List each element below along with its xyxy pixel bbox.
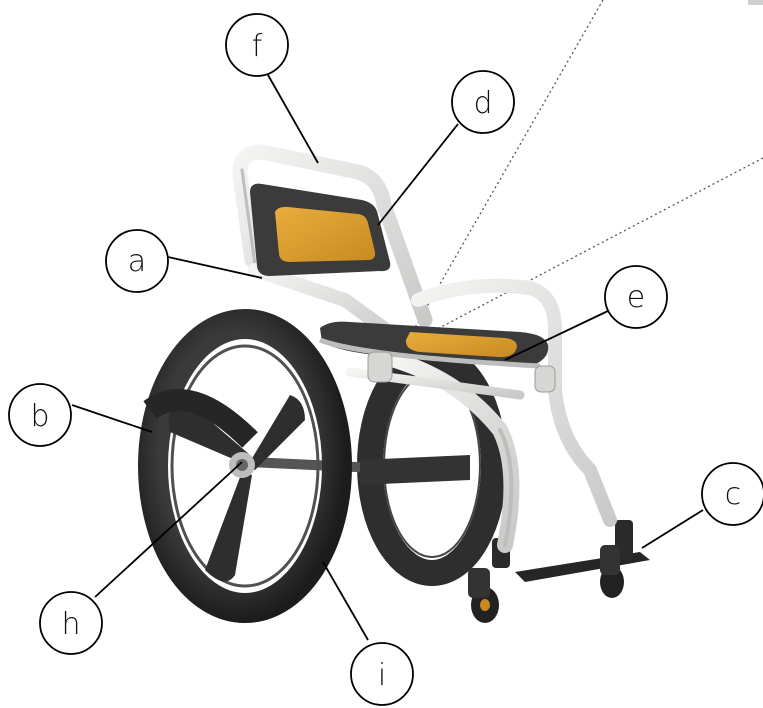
callout-label-h: h bbox=[61, 607, 80, 642]
callout-d: d bbox=[452, 71, 514, 133]
callout-e: e bbox=[605, 266, 667, 328]
callout-label-b: b bbox=[30, 399, 49, 434]
callout-label-d: d bbox=[473, 86, 492, 121]
callout-label-a: a bbox=[128, 244, 146, 279]
leader-b bbox=[72, 405, 152, 432]
callout-a: a bbox=[106, 230, 168, 292]
wheelchair-illustration bbox=[150, 152, 650, 623]
callout-label-i: i bbox=[378, 658, 386, 693]
backrest bbox=[250, 184, 390, 276]
leader-c bbox=[642, 510, 703, 548]
callout-f: f bbox=[226, 14, 288, 76]
callout-label-e: e bbox=[627, 280, 645, 315]
leader-d bbox=[378, 124, 458, 225]
callout-h: h bbox=[40, 592, 102, 654]
callout-i: i bbox=[351, 643, 413, 705]
front-casters bbox=[468, 545, 624, 623]
callout-label-f: f bbox=[252, 29, 263, 64]
corner-scrollbar-fragment bbox=[748, 0, 763, 5]
callout-b: b bbox=[9, 384, 71, 446]
callout-label-c: c bbox=[725, 477, 742, 512]
leader-i bbox=[323, 562, 368, 640]
callout-c: c bbox=[702, 463, 763, 525]
seat bbox=[320, 322, 548, 366]
